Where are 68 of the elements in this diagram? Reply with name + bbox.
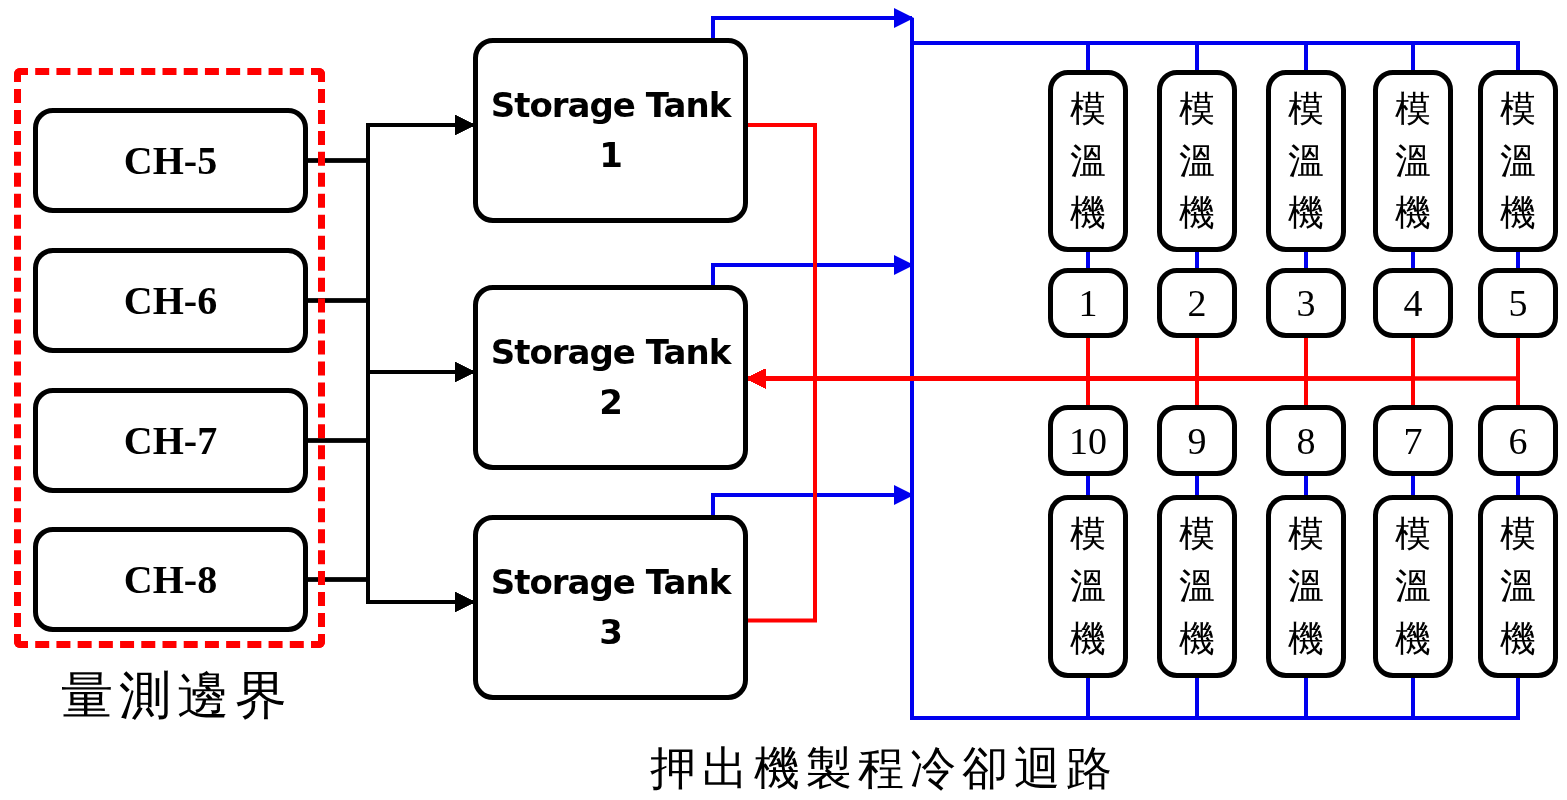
controller-label: 模溫機 xyxy=(1179,86,1215,236)
pipe-connector xyxy=(1086,476,1090,495)
number-box xyxy=(1266,405,1346,476)
mold-temperature-controller-box xyxy=(1373,495,1453,678)
tank-label: Storage Tank 3 xyxy=(489,561,733,654)
tank-label: Storage Tank 1 xyxy=(489,84,733,177)
controller-label: 模溫機 xyxy=(1500,512,1536,661)
boundary-label: 量測邊界 xyxy=(61,666,293,726)
chiller-box xyxy=(33,248,308,353)
controller-label: 模溫機 xyxy=(1288,512,1324,661)
number-box xyxy=(1478,268,1558,338)
pipe-connector xyxy=(711,8,914,38)
number-box xyxy=(1048,405,1128,476)
controller-label: 模溫機 xyxy=(1070,512,1106,661)
pipe-connector xyxy=(1304,252,1308,268)
storage-tank-box xyxy=(473,38,748,223)
chiller-box xyxy=(33,388,308,493)
controller-label: 模溫機 xyxy=(1288,86,1324,236)
number-label: 1 xyxy=(1078,281,1098,325)
mold-temperature-controller-box xyxy=(1157,495,1237,678)
number-label: 5 xyxy=(1508,281,1528,325)
controller-label: 模溫機 xyxy=(1070,86,1106,236)
pipe-connector xyxy=(1411,476,1415,495)
number-label: 4 xyxy=(1403,281,1423,325)
mold-temperature-controller-box xyxy=(1266,70,1346,252)
pipe-connector xyxy=(1195,476,1199,495)
chiller-box xyxy=(33,527,308,632)
mold-temperature-controller-box xyxy=(1048,70,1128,252)
pipe-connector xyxy=(1516,476,1520,495)
number-box xyxy=(1373,405,1453,476)
mold-temperature-controller-box xyxy=(1478,70,1558,252)
number-label: 2 xyxy=(1187,281,1207,325)
chiller-label: CH-7 xyxy=(123,417,218,464)
caption: 押出機製程冷卻迴路 xyxy=(650,742,1118,796)
number-label: 7 xyxy=(1403,418,1423,463)
number-box xyxy=(1266,268,1346,338)
chiller-label: CH-5 xyxy=(123,137,218,184)
chiller-label: CH-8 xyxy=(123,556,218,603)
controller-label: 模溫機 xyxy=(1395,86,1431,236)
number-box xyxy=(1048,268,1128,338)
pipe-connector xyxy=(1516,252,1520,268)
number-box xyxy=(1373,268,1453,338)
controller-label: 模溫機 xyxy=(1500,86,1536,236)
mold-temperature-controller-box xyxy=(1478,495,1558,678)
controller-label: 模溫機 xyxy=(1395,512,1431,661)
number-label: 6 xyxy=(1508,418,1528,463)
number-box xyxy=(1478,405,1558,476)
pipe-connector xyxy=(1304,476,1308,495)
number-label: 3 xyxy=(1296,281,1316,325)
chiller-label: CH-6 xyxy=(123,277,218,324)
mold-temperature-controller-box xyxy=(1157,70,1237,252)
number-label: 10 xyxy=(1069,418,1107,463)
pipe-connector xyxy=(1195,252,1199,268)
pipe-connector xyxy=(1411,252,1415,268)
pipe-connector xyxy=(748,122,817,623)
storage-tank-box xyxy=(473,285,748,470)
number-label: 8 xyxy=(1296,418,1316,463)
tank-label: Storage Tank 2 xyxy=(489,331,733,424)
mold-temperature-controller-box xyxy=(1266,495,1346,678)
mold-temperature-controller-box xyxy=(1048,495,1128,678)
number-label: 9 xyxy=(1187,418,1207,463)
pipe-connector xyxy=(1086,252,1090,268)
controller-label: 模溫機 xyxy=(1179,512,1215,661)
mold-temperature-controller-box xyxy=(1373,70,1453,252)
chiller-box xyxy=(33,108,308,213)
storage-tank-box xyxy=(473,515,748,700)
number-box xyxy=(1157,268,1237,338)
number-box xyxy=(1157,405,1237,476)
